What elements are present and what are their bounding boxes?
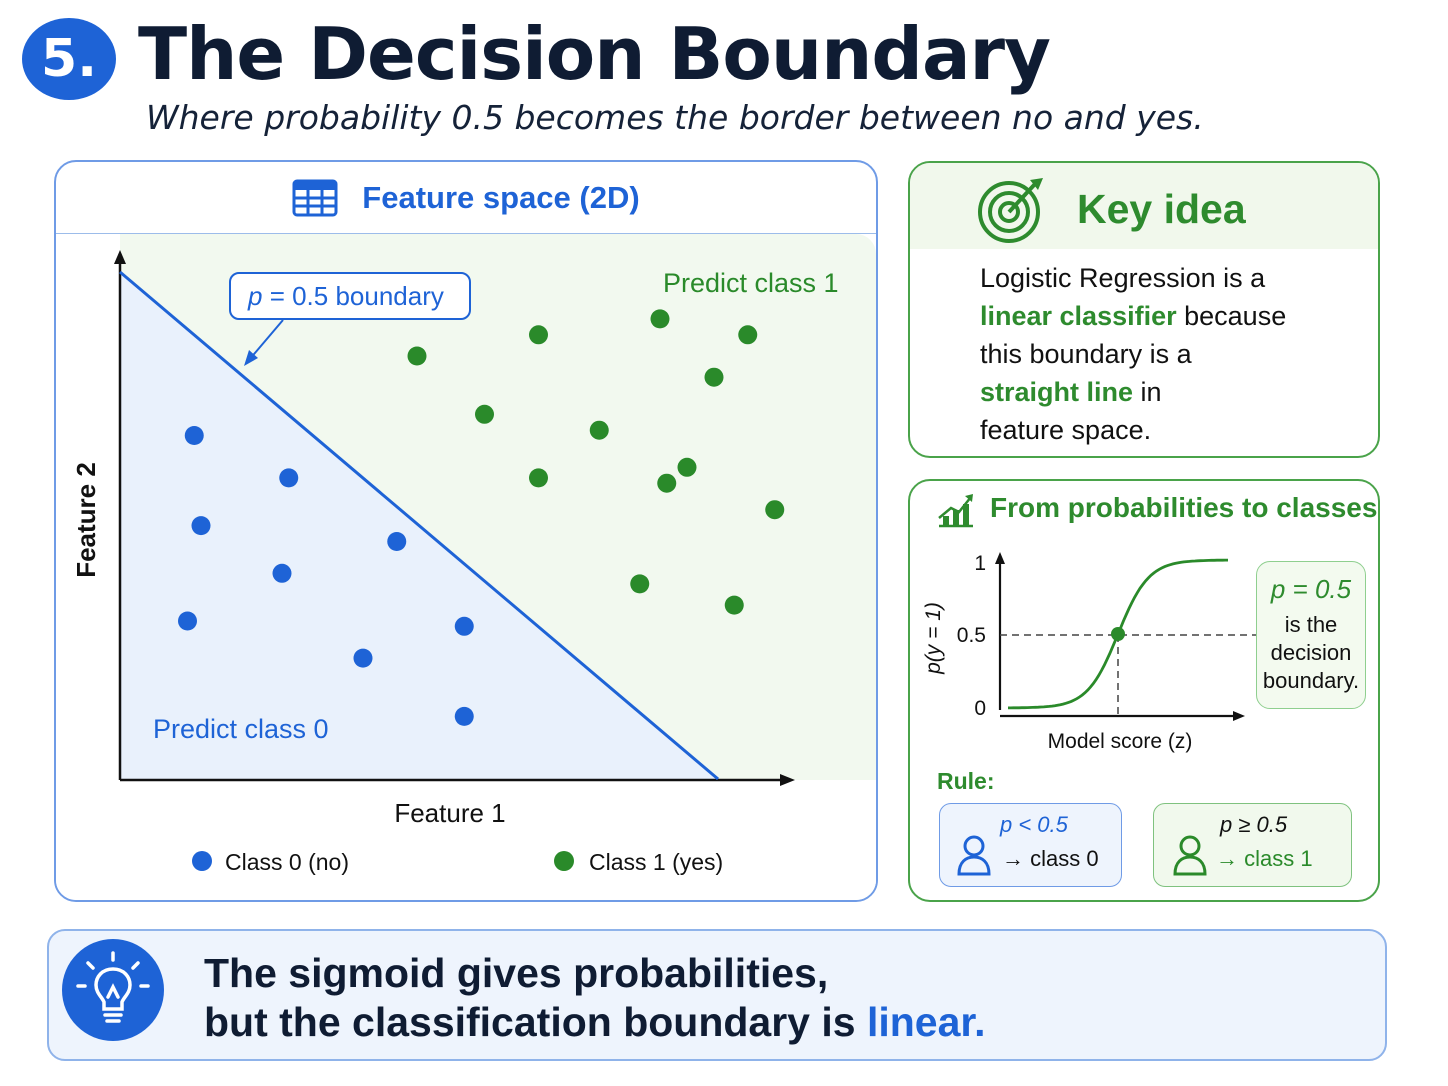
rule-class0-cond: p < 0.5 <box>1000 812 1068 837</box>
chart-growth-icon <box>938 494 973 528</box>
key-idea-highlight-straight: straight line <box>980 377 1134 407</box>
key-idea-line-3: this boundary is a <box>980 339 1192 369</box>
banner-line-2: but the classification boundary is linea… <box>204 999 985 1046</box>
key-idea-title: Key idea <box>1077 186 1246 232</box>
banner-highlight: linear. <box>866 999 986 1045</box>
page-title: The Decision Boundary <box>138 12 1051 96</box>
rule-class0-out: → class 0 <box>1002 846 1099 871</box>
feature-space-header: Feature space (2D) <box>56 162 876 234</box>
callout-line-3: boundary. <box>1262 668 1360 693</box>
key-idea-text: Logistic Regression is a linear classifi… <box>980 259 1286 449</box>
prob-to-class-title: From probabilities to classes <box>990 492 1378 523</box>
key-idea-line-2: because <box>1176 301 1287 331</box>
callout-text: is the decision boundary. <box>1257 611 1365 695</box>
rule-class1-out: → class 1 <box>1216 846 1313 871</box>
target-icon <box>978 178 1043 243</box>
key-idea-line-5: feature space. <box>980 415 1152 445</box>
section-number: 5. <box>41 29 97 89</box>
section-number-badge: 5. <box>22 18 116 100</box>
banner-line-2-text: but the classification boundary is <box>204 999 867 1045</box>
key-idea-line-1: Logistic Regression is a <box>980 263 1266 293</box>
feature-space-panel: Feature space (2D) <box>54 160 878 902</box>
key-idea-highlight-linear: linear classifier <box>980 301 1177 331</box>
summary-banner <box>47 929 1387 1061</box>
key-idea-line-4: in <box>1133 377 1162 407</box>
rule-class1-box: p ≥ 0.5 → class 1 <box>1153 803 1352 887</box>
page-subtitle: Where probability 0.5 becomes the border… <box>146 98 1204 137</box>
person-icon <box>1173 835 1207 876</box>
rule-class1-cond: p ≥ 0.5 <box>1220 812 1288 837</box>
banner-line-1: The sigmoid gives probabilities, <box>204 950 829 996</box>
callout-line-1: is the <box>1284 612 1338 637</box>
callout-line-2: decision <box>1270 640 1352 665</box>
feature-space-title: Feature space (2D) <box>362 179 640 215</box>
rule-label: Rule: <box>937 768 995 794</box>
callout-p: p = 0.5 <box>1270 574 1352 604</box>
person-icon <box>957 835 991 876</box>
lightbulb-badge <box>62 939 164 1041</box>
table-icon <box>292 179 338 216</box>
lightbulb-icon <box>76 951 150 1023</box>
rule-class0-box: p < 0.5 → class 0 <box>939 803 1122 887</box>
decision-callout: p = 0.5 is the decision boundary. <box>1256 561 1366 709</box>
